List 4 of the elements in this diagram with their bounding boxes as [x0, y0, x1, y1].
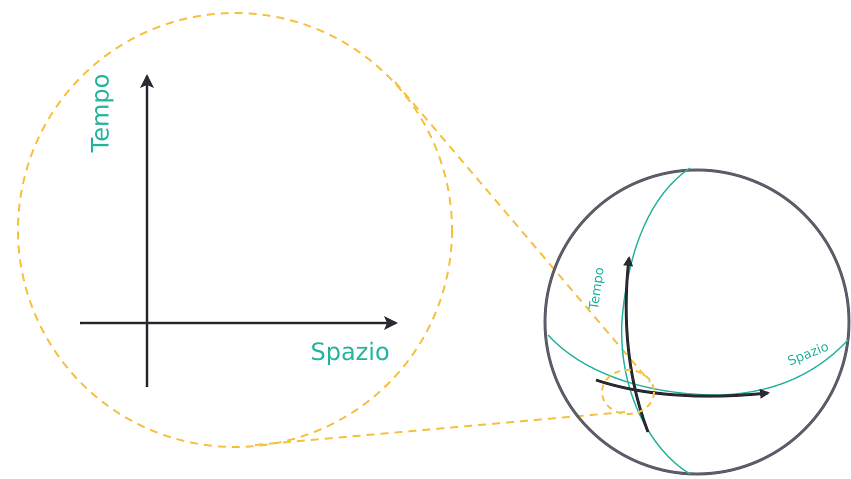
axis-label: Tempo	[587, 266, 606, 310]
axis-label: Tempo	[88, 74, 112, 152]
axis-label: Spazio	[310, 340, 390, 364]
axis-label: Spazio	[786, 340, 830, 368]
